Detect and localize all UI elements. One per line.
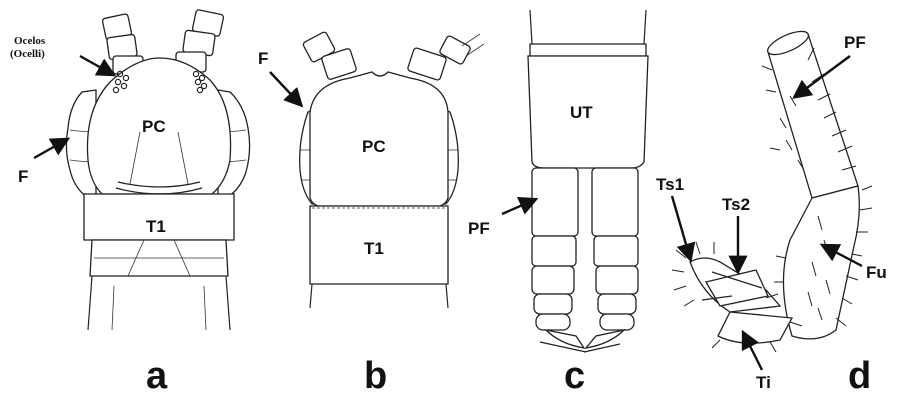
panel-d-tarsi — [690, 258, 780, 312]
panel-c-ultimate-leg-right — [584, 168, 638, 352]
panel-d-femur-label: Fu — [866, 263, 887, 282]
panel-d-drawing — [672, 27, 872, 352]
panel-b-cephalic-plate-label: PC — [362, 137, 386, 156]
panel-d-tarsus2-label: Ts2 — [722, 195, 750, 214]
panel-b-antenna-right — [407, 34, 484, 81]
panel-a-cephalic-plate-label: PC — [142, 117, 166, 136]
panel-d-femur — [783, 186, 859, 339]
panel-b-drawing — [300, 31, 484, 308]
panel-b-antenna-left — [302, 31, 357, 80]
panel-d-tarsus1-arrow — [672, 196, 690, 258]
panel-b-forcipule-label: F — [258, 49, 268, 68]
panel-c-ultimate-legs-arrow — [502, 200, 534, 214]
panel-d-letter: d — [848, 355, 871, 397]
panel-c-ultimate-legs-label: PF — [468, 219, 490, 238]
panel-b-forcipule-arrow — [270, 72, 300, 104]
panel-d-tibia-label: Ti — [756, 373, 771, 392]
panel-a-ocelli-label-line1: Ocelos — [14, 35, 46, 47]
panel-a-forcipule-arrow — [34, 140, 66, 158]
panel-a-letter: a — [146, 355, 168, 397]
panel-c-drawing — [528, 10, 648, 352]
panel-a-ocelli-label-line2: (Ocelli) — [10, 48, 45, 60]
panel-a-ocelli-arrow — [80, 56, 112, 74]
panel-b-letter: b — [364, 355, 387, 397]
panel-a-drawing — [66, 9, 249, 330]
panel-d-tarsus1-label: Ts1 — [656, 175, 684, 194]
panel-d-prefemur-label: PF — [844, 33, 866, 52]
panel-c-letter: c — [564, 355, 585, 397]
panel-b-tergite-label: T1 — [364, 239, 384, 258]
panel-a-forcipule-label: F — [18, 167, 28, 186]
panel-d-tibia — [718, 312, 792, 343]
panel-c-ultimate-tergite-label: UT — [570, 103, 593, 122]
panel-a-tergite-label: T1 — [146, 217, 166, 236]
panel-c-ultimate-leg-left — [532, 168, 586, 352]
